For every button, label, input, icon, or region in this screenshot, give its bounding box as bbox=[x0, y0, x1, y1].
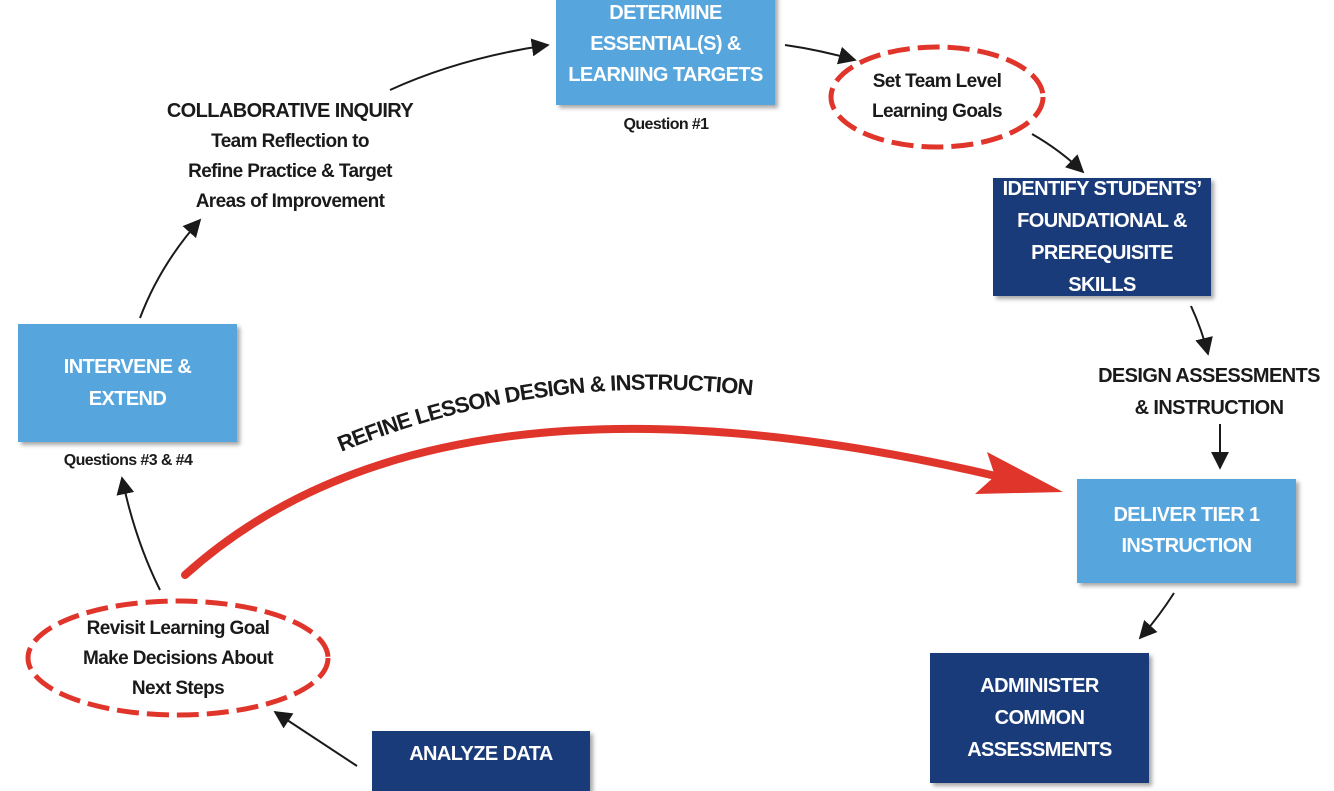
questions34-caption: Questions #3 & #4 bbox=[63, 452, 193, 469]
refine-label: REFINE LESSON DESIGN & INSTRUCTION bbox=[334, 370, 754, 457]
arrow-goals-to-identify bbox=[1031, 133, 1085, 174]
arrow-analyze-to-revisit bbox=[273, 711, 358, 767]
refine-arrowhead bbox=[975, 452, 1063, 494]
set-goals-text: Set Team Level Learning Goals bbox=[872, 71, 1003, 122]
arrow-collab-to-determine bbox=[389, 38, 550, 91]
refine-label-path: REFINE LESSON DESIGN & INSTRUCTION bbox=[334, 370, 755, 457]
collab-title: COLLABORATIVE INQUIRY bbox=[166, 100, 414, 122]
revisit-text: Revisit Learning Goal Make Decisions Abo… bbox=[82, 618, 274, 699]
arrow-intervene-to-collab bbox=[139, 218, 202, 319]
determine-box: DETERMINE ESSENTIAL(S) & LEARNING TARGET… bbox=[556, 0, 775, 105]
intervene-box: INTERVENE & EXTEND bbox=[18, 324, 237, 442]
collab-body: Team Reflection to Refine Practice & Tar… bbox=[188, 131, 392, 212]
arrow-revisit-to-intervene bbox=[116, 476, 161, 591]
refine-arc bbox=[181, 424, 1004, 579]
arrow-determine-to-goals bbox=[784, 44, 857, 65]
flow-arrows: REFINE LESSON DESIGN & INSTRUCTION bbox=[25, 38, 1229, 767]
set-goals-oval bbox=[828, 44, 1046, 150]
identify-box: IDENTIFY STUDENTS’ FOUNDATIONAL & PREREQ… bbox=[993, 178, 1211, 296]
deliver-box: DELIVER TIER 1 INSTRUCTION bbox=[1077, 479, 1296, 583]
analyze-box: ANALYZE DATA bbox=[372, 731, 590, 791]
revisit-oval bbox=[25, 598, 331, 718]
question1-caption: Question #1 bbox=[623, 116, 710, 133]
arrow-deliver-to-administer bbox=[1138, 592, 1175, 640]
arrow-identify-to-design bbox=[1190, 305, 1213, 356]
administer-box: ADMINISTER COMMON ASSESSMENTS bbox=[930, 653, 1149, 783]
design-label: DESIGN ASSESSMENTS & INSTRUCTION bbox=[1098, 365, 1320, 419]
